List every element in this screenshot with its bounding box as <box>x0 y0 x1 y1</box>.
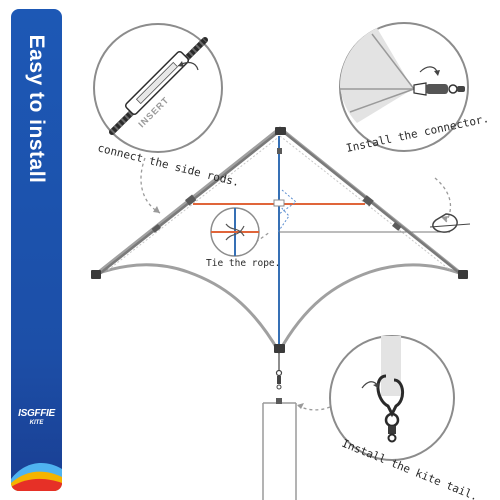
spar-connector-left <box>185 194 197 206</box>
swivel-clip <box>426 84 448 94</box>
rope-caption: Tie the rope. <box>206 258 280 269</box>
callout-side-rods: INSERT <box>93 23 223 153</box>
brand-name: ISGFFIE <box>18 408 55 419</box>
callout-tail <box>329 335 455 461</box>
bridle-line <box>277 189 297 233</box>
spar-connector-right <box>362 195 374 207</box>
kite-illustration <box>91 126 468 500</box>
kite-tail <box>262 402 297 500</box>
bridle-connector-detail <box>429 213 471 233</box>
banner-title: Easy to install <box>11 9 62 209</box>
banner-title-text: Easy to install <box>25 34 48 184</box>
brand-logo: ISGFFIE KITE <box>13 408 60 427</box>
brand-sub: KITE <box>29 420 44 426</box>
side-banner: Easy to install ISGFFIE KITE <box>11 9 62 491</box>
right-wing-cap <box>458 270 468 279</box>
bottom-swivel <box>275 353 283 390</box>
tail-cap <box>274 344 285 353</box>
callout-rope <box>210 207 260 257</box>
banner-waves <box>11 463 62 491</box>
callout-connector <box>339 22 469 152</box>
nose-cap <box>275 127 286 135</box>
left-wing-cap <box>91 270 101 279</box>
